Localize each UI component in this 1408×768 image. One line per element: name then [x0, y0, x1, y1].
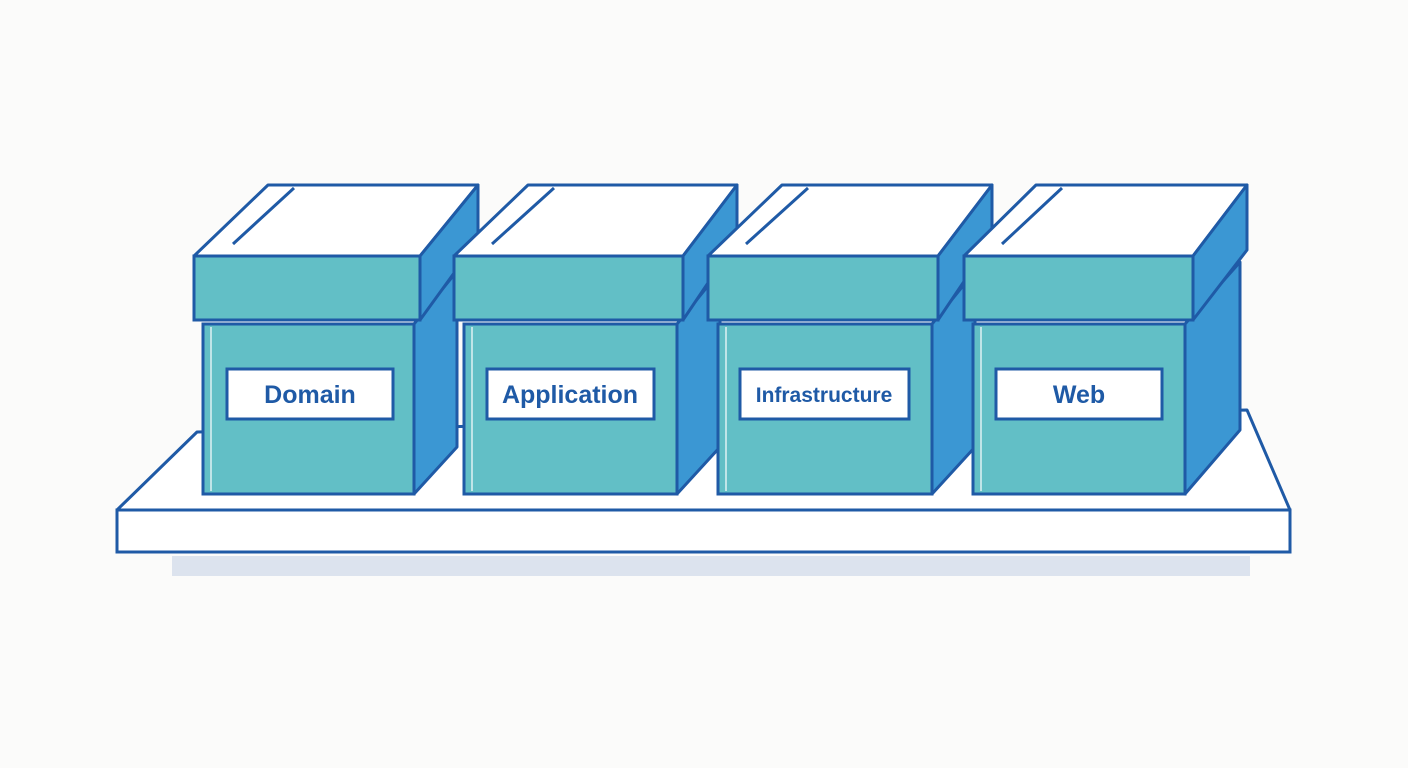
box-infrastructure: Infrastructure	[706, 183, 994, 496]
box-web: Web	[962, 183, 1249, 496]
shelf-shadow	[172, 556, 1250, 576]
lid-fold	[490, 186, 556, 246]
box-label-plate	[225, 367, 395, 421]
box-label-infrastructure: Infrastructure	[756, 384, 893, 407]
box-label-plate	[738, 367, 911, 421]
lid-front	[452, 254, 685, 322]
box-label-plate	[994, 367, 1164, 421]
box-application: Application	[452, 183, 739, 496]
shelf-front	[115, 508, 1292, 554]
lid-front	[962, 254, 1195, 322]
box-label-plate	[485, 367, 656, 421]
lid-fold	[231, 186, 296, 246]
box-domain: Domain	[192, 183, 480, 496]
lid-fold	[744, 186, 810, 246]
lid-front	[192, 254, 422, 322]
lid-fold	[1000, 186, 1064, 246]
box-label-web: Web	[1053, 381, 1105, 409]
lid-front	[706, 254, 940, 322]
box-label-domain: Domain	[264, 381, 356, 409]
box-label-application: Application	[502, 381, 638, 409]
